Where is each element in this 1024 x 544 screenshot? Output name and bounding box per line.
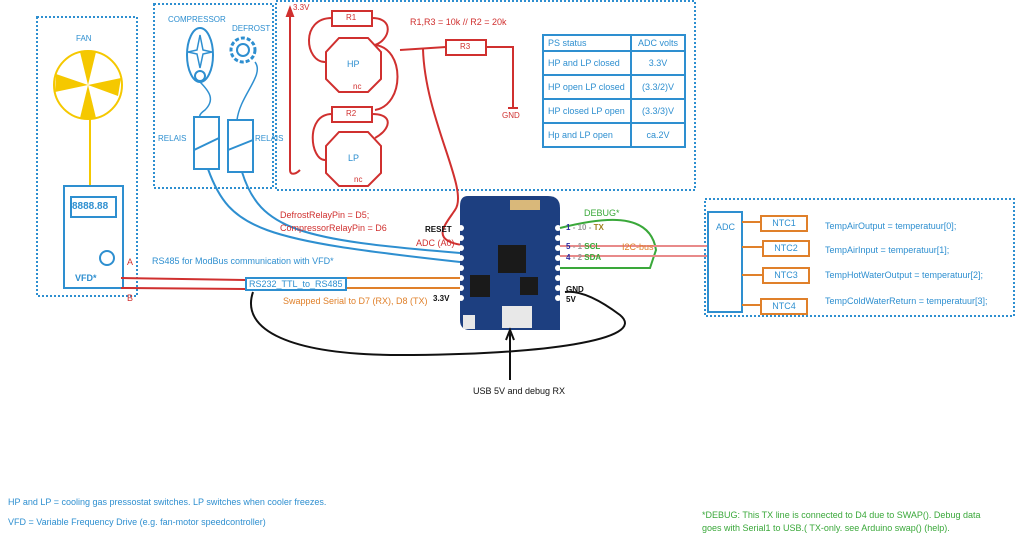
resistor-values: R1,R3 = 10k // R2 = 20k	[410, 17, 507, 27]
scl-name: SCL	[584, 242, 601, 251]
relay-defrost	[227, 119, 254, 173]
table-header-row: PS status ADC volts	[542, 34, 686, 52]
ntc2-sensor: NTC2	[762, 240, 810, 257]
table-cell: (3.3/2)V	[630, 74, 686, 100]
rs485-line-a	[120, 277, 246, 281]
relais-left-label: RELAIS	[158, 134, 187, 143]
compressor-icon	[186, 27, 214, 83]
fan-label: FAN	[76, 34, 92, 43]
debug-wire	[559, 218, 658, 269]
board-gnd-label: GND	[566, 285, 584, 294]
note-hp-lp: HP and LP = cooling gas pressostat switc…	[8, 497, 327, 507]
compressor-relay-wire	[207, 168, 461, 263]
vfd-display: 8888.88	[72, 201, 109, 212]
defrost-pin-label: DefrostRelayPin = D5;	[280, 210, 370, 220]
table-cell: ca.2V	[630, 122, 686, 148]
ntc3-sensor: NTC3	[762, 267, 810, 284]
lp-label: LP	[348, 153, 360, 163]
rs232-ttl-to-rs485-module: RS232_TTL_to_RS485	[245, 277, 347, 291]
tx-sep2: -	[588, 223, 592, 232]
table-row: Hp and LP open ca.2V	[542, 122, 686, 148]
table-cell: (3.3/3)V	[630, 98, 686, 124]
assignment-1: TempAirInput = temperatuur[1];	[825, 245, 950, 255]
pressostat-panel-border	[275, 0, 696, 191]
tx-name: TX	[593, 223, 604, 232]
relay-compressor	[193, 116, 220, 170]
power-loop-wire	[250, 290, 626, 357]
defrost-label: DEFROST	[232, 24, 271, 33]
sda-sep: -	[572, 253, 576, 262]
note-vfd: VFD = Variable Frequency Drive (e.g. fan…	[8, 517, 266, 527]
compressor-panel-border	[153, 3, 274, 189]
usb-label: USB 5V and debug RX	[473, 386, 566, 396]
table-cell: HP and LP closed	[542, 50, 632, 76]
swapped-serial-label: Swapped Serial to D7 (RX), D8 (TX)	[283, 296, 428, 306]
rs485-line-b	[120, 287, 246, 290]
debug-label: DEBUG*	[584, 208, 620, 218]
tx-mid: 10	[577, 223, 587, 232]
defrost-relay-wire	[241, 171, 461, 254]
vfd-unit	[63, 185, 124, 289]
table-header: ADC volts	[630, 34, 686, 52]
assignment-2: TempHotWaterOutput = temperatuur[2];	[825, 270, 983, 280]
adc-label: ADC	[716, 222, 736, 232]
fan-panel-border	[36, 16, 138, 297]
scl-num: 5	[566, 242, 571, 251]
rs485-label: RS485 for ModBus communication with VFD*	[152, 256, 334, 266]
adc-a0-label: ADC (A0)	[416, 238, 455, 248]
ntc1-sensor: NTC1	[760, 215, 808, 232]
tx-num: 1	[566, 223, 571, 232]
assignment-3: TempColdWaterReturn = temperatuur[3];	[825, 296, 988, 306]
table-row: HP closed LP open (3.3/3)V	[542, 98, 686, 124]
hp-nc-label: nc	[353, 82, 362, 91]
sda-num: 4	[566, 253, 571, 262]
r1-label: R1	[346, 13, 357, 22]
tx-sep: -	[572, 223, 576, 232]
compressor-pin-label: CompressorRelayPin = D6	[280, 223, 387, 233]
debug-note-line1: *DEBUG: This TX line is connected to D4 …	[702, 510, 981, 520]
pressostat-circuit	[285, 5, 518, 246]
tx-pin-mapping: 1 - 10 - TX	[566, 223, 604, 232]
table-header: PS status	[542, 34, 632, 52]
defrost-gear-icon	[229, 36, 257, 64]
scl-sep: -	[572, 242, 576, 251]
i2c-bus-label: I2C-bus	[622, 242, 654, 252]
scl-mid: 1	[577, 242, 583, 251]
lp-nc-label: nc	[354, 175, 363, 184]
sda-mid: 2	[577, 253, 583, 262]
fan-icon	[53, 50, 123, 186]
compressor-label: COMPRESSOR	[168, 15, 226, 24]
r3-label: R3	[460, 42, 471, 51]
gnd-label: GND	[502, 111, 520, 120]
relais-right-label: RELAIS	[255, 134, 284, 143]
sensor-panel-border	[704, 198, 1015, 317]
r2-label: R2	[346, 109, 357, 118]
table-cell: HP open LP closed	[542, 74, 632, 100]
table-cell: Hp and LP open	[542, 122, 632, 148]
board-5v-label: 5V	[566, 295, 576, 304]
assignment-0: TempAirOutput = temperatuur[0];	[825, 221, 957, 231]
table-cell: HP closed LP open	[542, 98, 632, 124]
vfd-label: VFD*	[75, 273, 97, 283]
v33-label: 3.3V	[433, 294, 450, 303]
table-row: HP open LP closed (3.3/2)V	[542, 74, 686, 100]
pin-a-label: A	[127, 257, 134, 267]
wemos-d1-mini-board	[458, 196, 561, 330]
supply-3v3-label: 3.3V	[293, 3, 310, 12]
ntc4-sensor: NTC4	[760, 298, 808, 315]
sda-name: SDA	[584, 253, 602, 262]
reset-label: RESET	[425, 225, 452, 234]
debug-note-line2: goes with Serial1 to USB.( TX-only. see …	[702, 523, 950, 533]
adc-block	[707, 211, 743, 313]
sda-pin-mapping: 4 - 2 SDA	[566, 253, 601, 262]
table-row: HP and LP closed 3.3V	[542, 50, 686, 76]
hp-label: HP	[347, 59, 360, 69]
ps-status-table: PS status ADC volts HP and LP closed 3.3…	[542, 34, 686, 148]
scl-pin-mapping: 5 - 1 SCL	[566, 242, 600, 251]
pin-b-label: B	[127, 293, 134, 303]
table-cell: 3.3V	[630, 50, 686, 76]
